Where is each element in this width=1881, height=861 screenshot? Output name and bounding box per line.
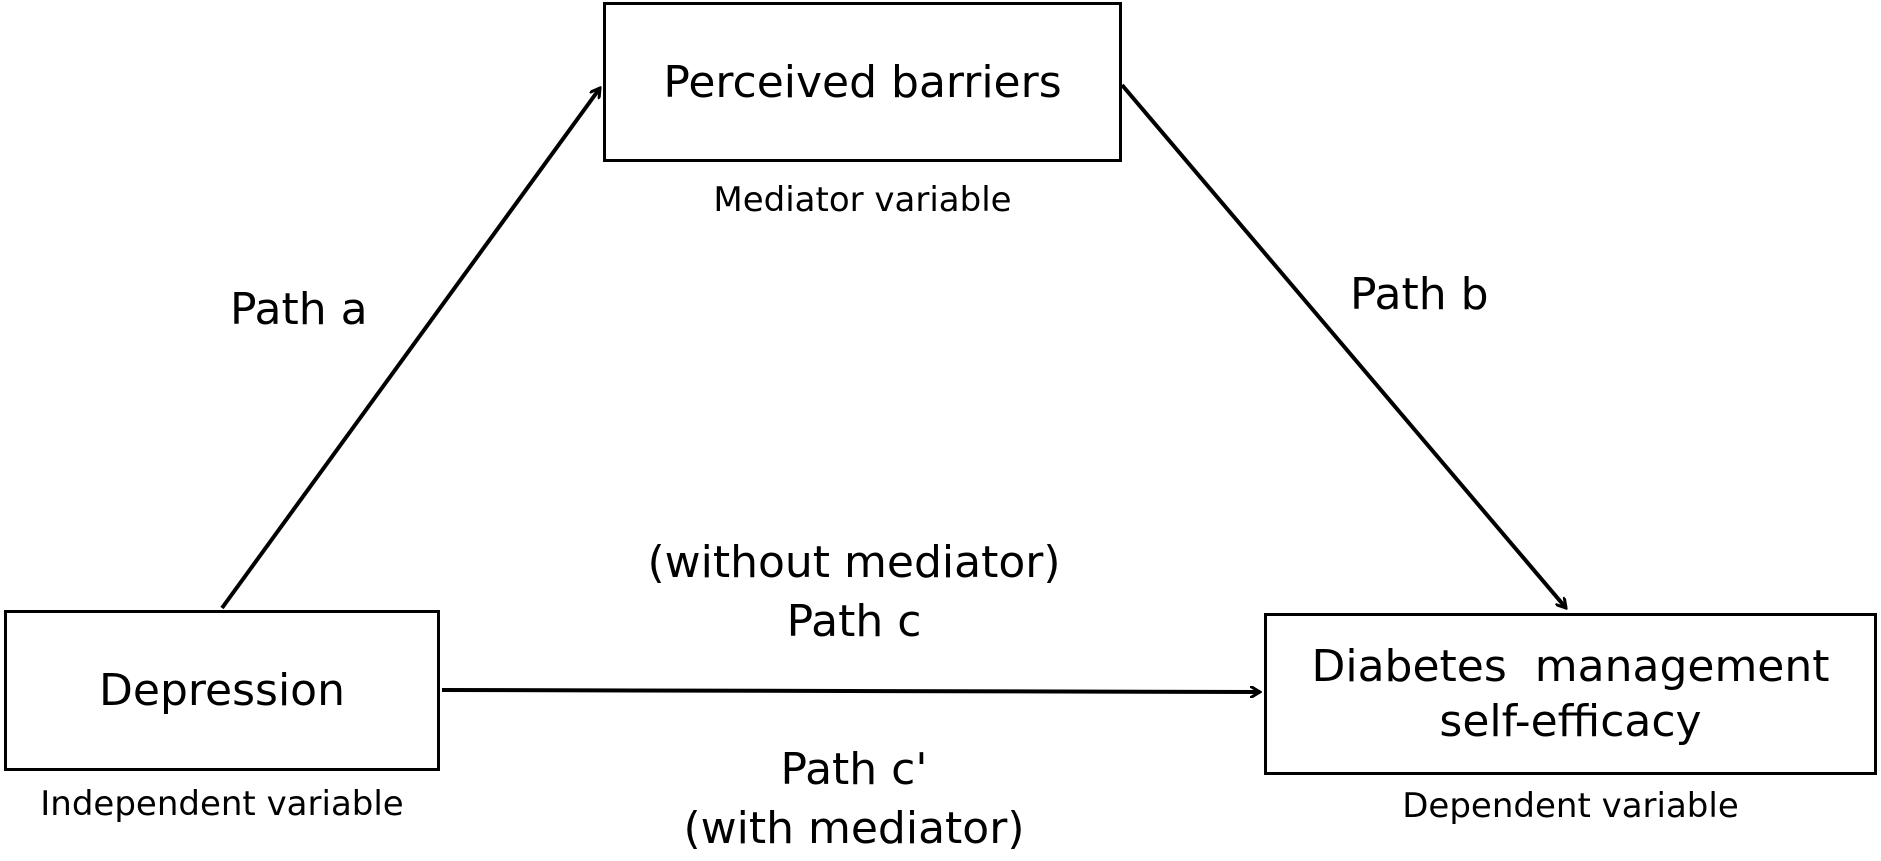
path-c-prime-label-line1: Path c' bbox=[780, 744, 928, 795]
path-c-label-line1: (without mediator) bbox=[647, 537, 1061, 588]
path-c-label-line2: Path c bbox=[786, 596, 922, 648]
independent-node: Depression bbox=[4, 610, 440, 771]
mediator-label: Perceived barriers bbox=[663, 56, 1062, 108]
mediator-node: Perceived barriers bbox=[603, 2, 1122, 162]
path-c-prime-label-line2: (with mediator) bbox=[683, 803, 1025, 855]
independent-label: Depression bbox=[99, 665, 345, 716]
dependent-caption: Dependent variable bbox=[1402, 786, 1739, 826]
path-b-label: Path b bbox=[1350, 269, 1489, 320]
mediator-caption: Mediator variable bbox=[713, 180, 1012, 220]
dependent-label-line1: Diabetes management bbox=[1311, 641, 1830, 692]
path-c-label: (without mediator) Path c bbox=[554, 533, 1154, 652]
path-a-label: Path a bbox=[230, 284, 368, 335]
arrow-path-a bbox=[220, 88, 600, 610]
independent-caption: Independent variable bbox=[40, 784, 404, 824]
arrow-path-b bbox=[1120, 83, 1566, 608]
arrow-path-c bbox=[441, 690, 1260, 692]
path-c-prime-label: Path c' (with mediator) bbox=[554, 740, 1154, 859]
dependent-node: Diabetes management self-efficacy bbox=[1264, 613, 1877, 775]
dependent-label-line2: self-efficacy bbox=[1439, 696, 1702, 747]
